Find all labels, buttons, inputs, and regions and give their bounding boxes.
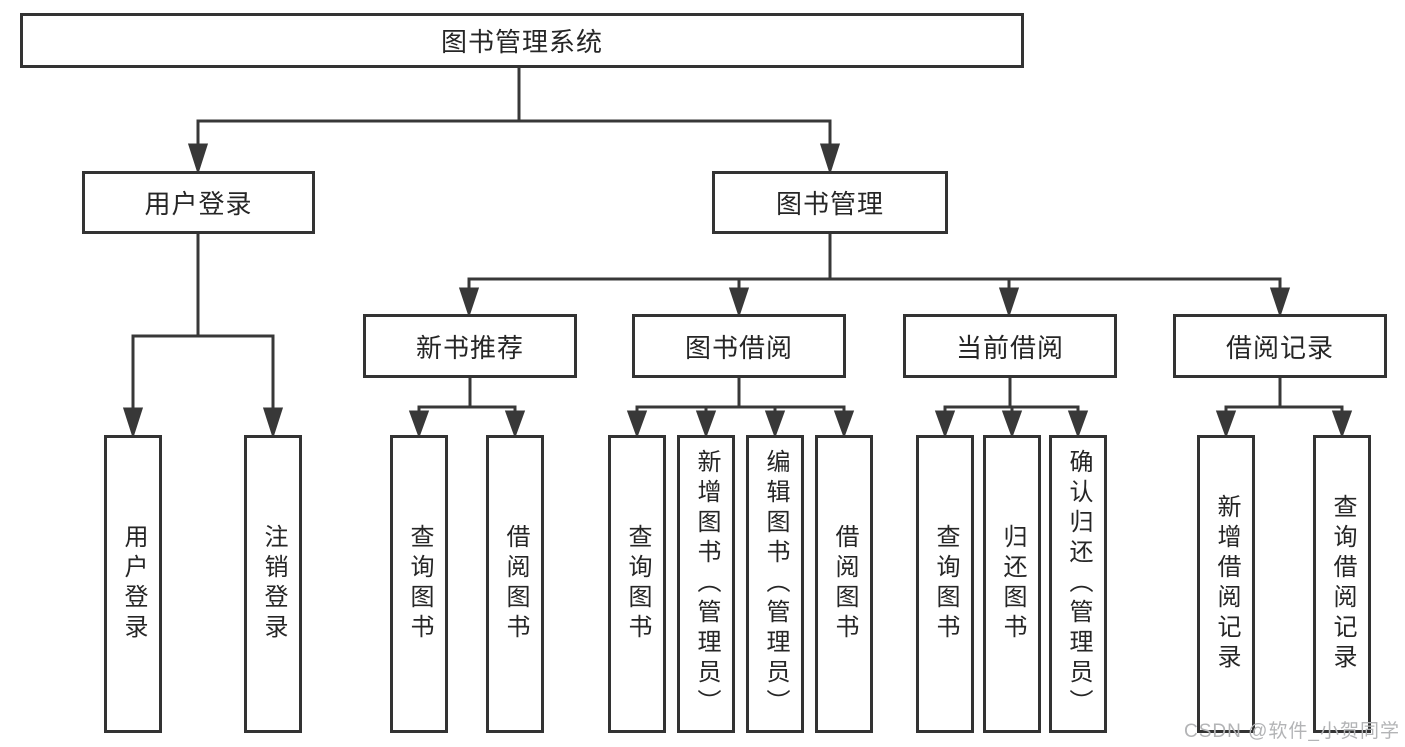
connector-book-management	[458, 234, 1291, 318]
leaf-borrowing-edit-book-admin: 编辑图书（管理员）	[746, 435, 804, 733]
leaf-borrowing-add-book-admin: 新增图书（管理员）	[677, 435, 735, 733]
leaf-borrowing-add-book-admin-label: 新增图书（管理员）	[693, 449, 720, 719]
leaf-borrowing-borrow-books: 借阅图书	[815, 435, 873, 733]
connector-current-borrowing	[934, 378, 1089, 439]
leaf-recommend-query-books: 查询图书	[390, 435, 448, 733]
arrowhead-icon	[934, 410, 956, 439]
arrowhead-icon	[764, 410, 786, 439]
arrowhead-icon	[998, 287, 1020, 318]
leaf-recommend-borrow-books-label: 借阅图书	[502, 524, 529, 644]
arrowhead-icon	[819, 143, 841, 175]
leaf-borrowing-edit-book-admin-label: 编辑图书（管理员）	[762, 449, 789, 719]
arrowhead-icon	[408, 410, 430, 439]
connector-book-borrowing	[626, 378, 855, 439]
leaf-current-query-books-label: 查询图书	[932, 524, 959, 644]
node-user-login-label: 用户登录	[144, 189, 253, 219]
arrowhead-icon	[122, 407, 144, 439]
arrowhead-icon	[695, 410, 717, 439]
node-book-management: 图书管理	[712, 171, 948, 234]
node-borrowing-records: 借阅记录	[1173, 314, 1387, 378]
leaf-user-login: 用户登录	[104, 435, 162, 733]
arrowhead-icon	[1001, 410, 1023, 439]
leaf-borrowing-query-books: 查询图书	[608, 435, 666, 733]
arrowhead-icon	[1215, 410, 1237, 439]
leaf-borrowing-query-books-label: 查询图书	[624, 524, 651, 644]
node-root-label: 图书管理系统	[440, 27, 603, 57]
node-root-system: 图书管理系统	[20, 13, 1024, 68]
leaf-logout: 注销登录	[244, 435, 302, 733]
leaf-current-confirm-return-admin: 确认归还（管理员）	[1049, 435, 1107, 733]
leaf-recommend-query-books-label: 查询图书	[406, 524, 433, 644]
node-book-borrowing: 图书借阅	[632, 314, 846, 378]
arrowhead-icon	[504, 410, 526, 439]
connector-root	[187, 68, 841, 175]
leaf-records-add-record: 新增借阅记录	[1197, 435, 1255, 733]
arrowhead-icon	[187, 143, 209, 175]
connector-borrowing-records	[1215, 378, 1353, 439]
arrowhead-icon	[1331, 410, 1353, 439]
arrowhead-icon	[262, 407, 284, 439]
arrowhead-icon	[728, 287, 750, 318]
connector-new-book-recommendation	[408, 378, 526, 439]
node-new-book-recommendation: 新书推荐	[363, 314, 577, 378]
arrowhead-icon	[1067, 410, 1089, 439]
leaf-recommend-borrow-books: 借阅图书	[486, 435, 544, 733]
csdn-watermark: CSDN @软件_小贺同学	[1184, 721, 1400, 742]
leaf-borrowing-borrow-books-label: 借阅图书	[831, 524, 858, 644]
leaf-current-confirm-return-admin-label: 确认归还（管理员）	[1065, 449, 1092, 719]
node-current-borrowing: 当前借阅	[903, 314, 1117, 378]
node-new-book-recommendation-label: 新书推荐	[415, 332, 524, 363]
leaf-user-login-label: 用户登录	[120, 524, 147, 644]
leaf-records-add-record-label: 新增借阅记录	[1213, 494, 1240, 674]
node-borrowing-records-label: 借阅记录	[1225, 332, 1334, 363]
leaf-records-query-record: 查询借阅记录	[1313, 435, 1371, 733]
connector-user-login	[122, 234, 284, 439]
leaf-logout-label: 注销登录	[260, 524, 287, 644]
node-user-login: 用户登录	[82, 171, 315, 234]
node-book-management-label: 图书管理	[775, 189, 884, 219]
arrowhead-icon	[1269, 287, 1291, 318]
node-current-borrowing-label: 当前借阅	[955, 332, 1064, 363]
leaf-current-query-books: 查询图书	[916, 435, 974, 733]
leaf-current-return-books-label: 归还图书	[999, 524, 1026, 644]
arrowhead-icon	[833, 410, 855, 439]
node-book-borrowing-label: 图书借阅	[684, 332, 793, 363]
arrowhead-icon	[458, 287, 480, 318]
leaf-records-query-record-label: 查询借阅记录	[1329, 494, 1356, 674]
leaf-current-return-books: 归还图书	[983, 435, 1041, 733]
arrowhead-icon	[626, 410, 648, 439]
